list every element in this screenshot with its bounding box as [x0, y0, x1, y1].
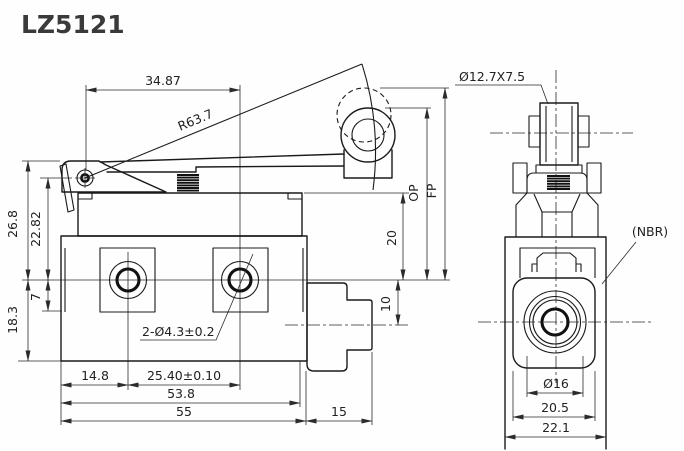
roller-spec-leader	[455, 84, 549, 105]
seal-inner-ring	[532, 299, 578, 345]
right-extension-lines	[304, 87, 449, 194]
label-holes: 2-Ø4.3±0.2	[142, 324, 215, 339]
roller-lever	[59, 63, 396, 213]
seal-outer-circle	[523, 290, 587, 354]
roller-fork	[343, 149, 393, 179]
latch-pin	[531, 252, 582, 272]
dim-o16: Ø16	[543, 376, 569, 391]
side-centerlines	[478, 70, 652, 383]
roller-free-position	[336, 87, 392, 143]
dim-26-8: 26.8	[5, 210, 20, 238]
mounting-boss-right	[212, 247, 269, 313]
drawing-title: LZ5121	[21, 10, 125, 39]
label-fp: FP	[424, 183, 439, 198]
mounting-hole-left	[115, 267, 141, 293]
roller-path-arc	[361, 63, 377, 191]
side-ribs	[64, 248, 304, 312]
nbr-leader	[601, 241, 637, 285]
lever-post-right	[586, 162, 602, 194]
nbr-seal	[512, 277, 596, 369]
lever-arm-bottom	[106, 165, 345, 173]
mounting-hole-right	[227, 267, 253, 293]
label-r63-7: R63.7	[176, 106, 215, 134]
lever-arm-top	[99, 153, 345, 163]
dim-53-8: 53.8	[167, 386, 195, 401]
mounting-hole-right-rim	[220, 260, 260, 300]
dim-15: 15	[331, 404, 347, 419]
dim-34-87: 34.87	[145, 73, 181, 88]
switch-body-front	[60, 192, 373, 372]
body-outline-side	[504, 236, 607, 450]
main-body	[60, 235, 308, 362]
roller-hub	[351, 118, 385, 152]
front-view: 34.87 R63.7 26.8 22.82 7 18.3 20 10 OP F…	[5, 63, 450, 425]
plunger-spring-front	[177, 174, 199, 192]
conduit-hole	[540, 307, 570, 337]
label-roller-spec: Ø12.7X7.5	[459, 69, 525, 84]
label-op: OP	[406, 184, 421, 202]
roller-edge-lines	[545, 106, 573, 162]
dim-10: 10	[378, 296, 393, 312]
front-centerlines	[22, 85, 450, 390]
hole-callout-leader	[140, 253, 254, 341]
conduit-outlet	[306, 282, 373, 372]
dim-18-3: 18.3	[5, 306, 20, 334]
roller-side	[512, 102, 602, 237]
dim-20-5: 20.5	[541, 400, 569, 415]
dim-14-8: 14.8	[81, 368, 109, 383]
mounting-boss-left	[99, 247, 156, 313]
terminal-cover	[77, 192, 303, 237]
seal-w-extension-lines	[512, 371, 596, 421]
left-extension-lines	[18, 160, 72, 362]
lever-post-left	[512, 162, 528, 194]
mounting-hole-left-rim	[108, 260, 148, 300]
side-view: Ø12.7X7.5 (NBR) Ø16 20.5 22.1	[455, 69, 668, 450]
cover-notches	[78, 193, 302, 200]
inner-cavity	[519, 247, 596, 278]
roller-bracket	[535, 164, 583, 174]
pivot-bracket	[61, 160, 167, 193]
dim-25-40: 25.40±0.10	[147, 368, 221, 383]
dim-22-82: 22.82	[28, 211, 43, 247]
bottom-extension-lines	[60, 352, 373, 425]
roller	[340, 107, 396, 163]
actuator-base-wings	[515, 192, 599, 237]
dim-55: 55	[176, 404, 192, 419]
side-dimensions: Ø12.7X7.5 (NBR) Ø16 20.5 22.1	[455, 69, 668, 440]
dim-20: 20	[384, 230, 399, 246]
plunger-spring-side	[547, 175, 570, 190]
lever-clip	[59, 163, 75, 213]
label-nbr: (NBR)	[632, 224, 668, 239]
roller-axle-right	[577, 115, 590, 148]
spring-shoulder	[526, 172, 588, 194]
roller-axle-left	[528, 115, 541, 148]
switch-body-side	[504, 236, 607, 450]
dim-22-1: 22.1	[542, 420, 570, 435]
lever-radius-line	[84, 63, 363, 179]
o16-extension-lines	[526, 356, 584, 397]
dim-7: 7	[28, 293, 43, 301]
front-dimensions: 34.87 R63.7 26.8 22.82 7 18.3 20 10 OP F…	[5, 73, 449, 425]
seal-ring-circle	[528, 295, 582, 349]
